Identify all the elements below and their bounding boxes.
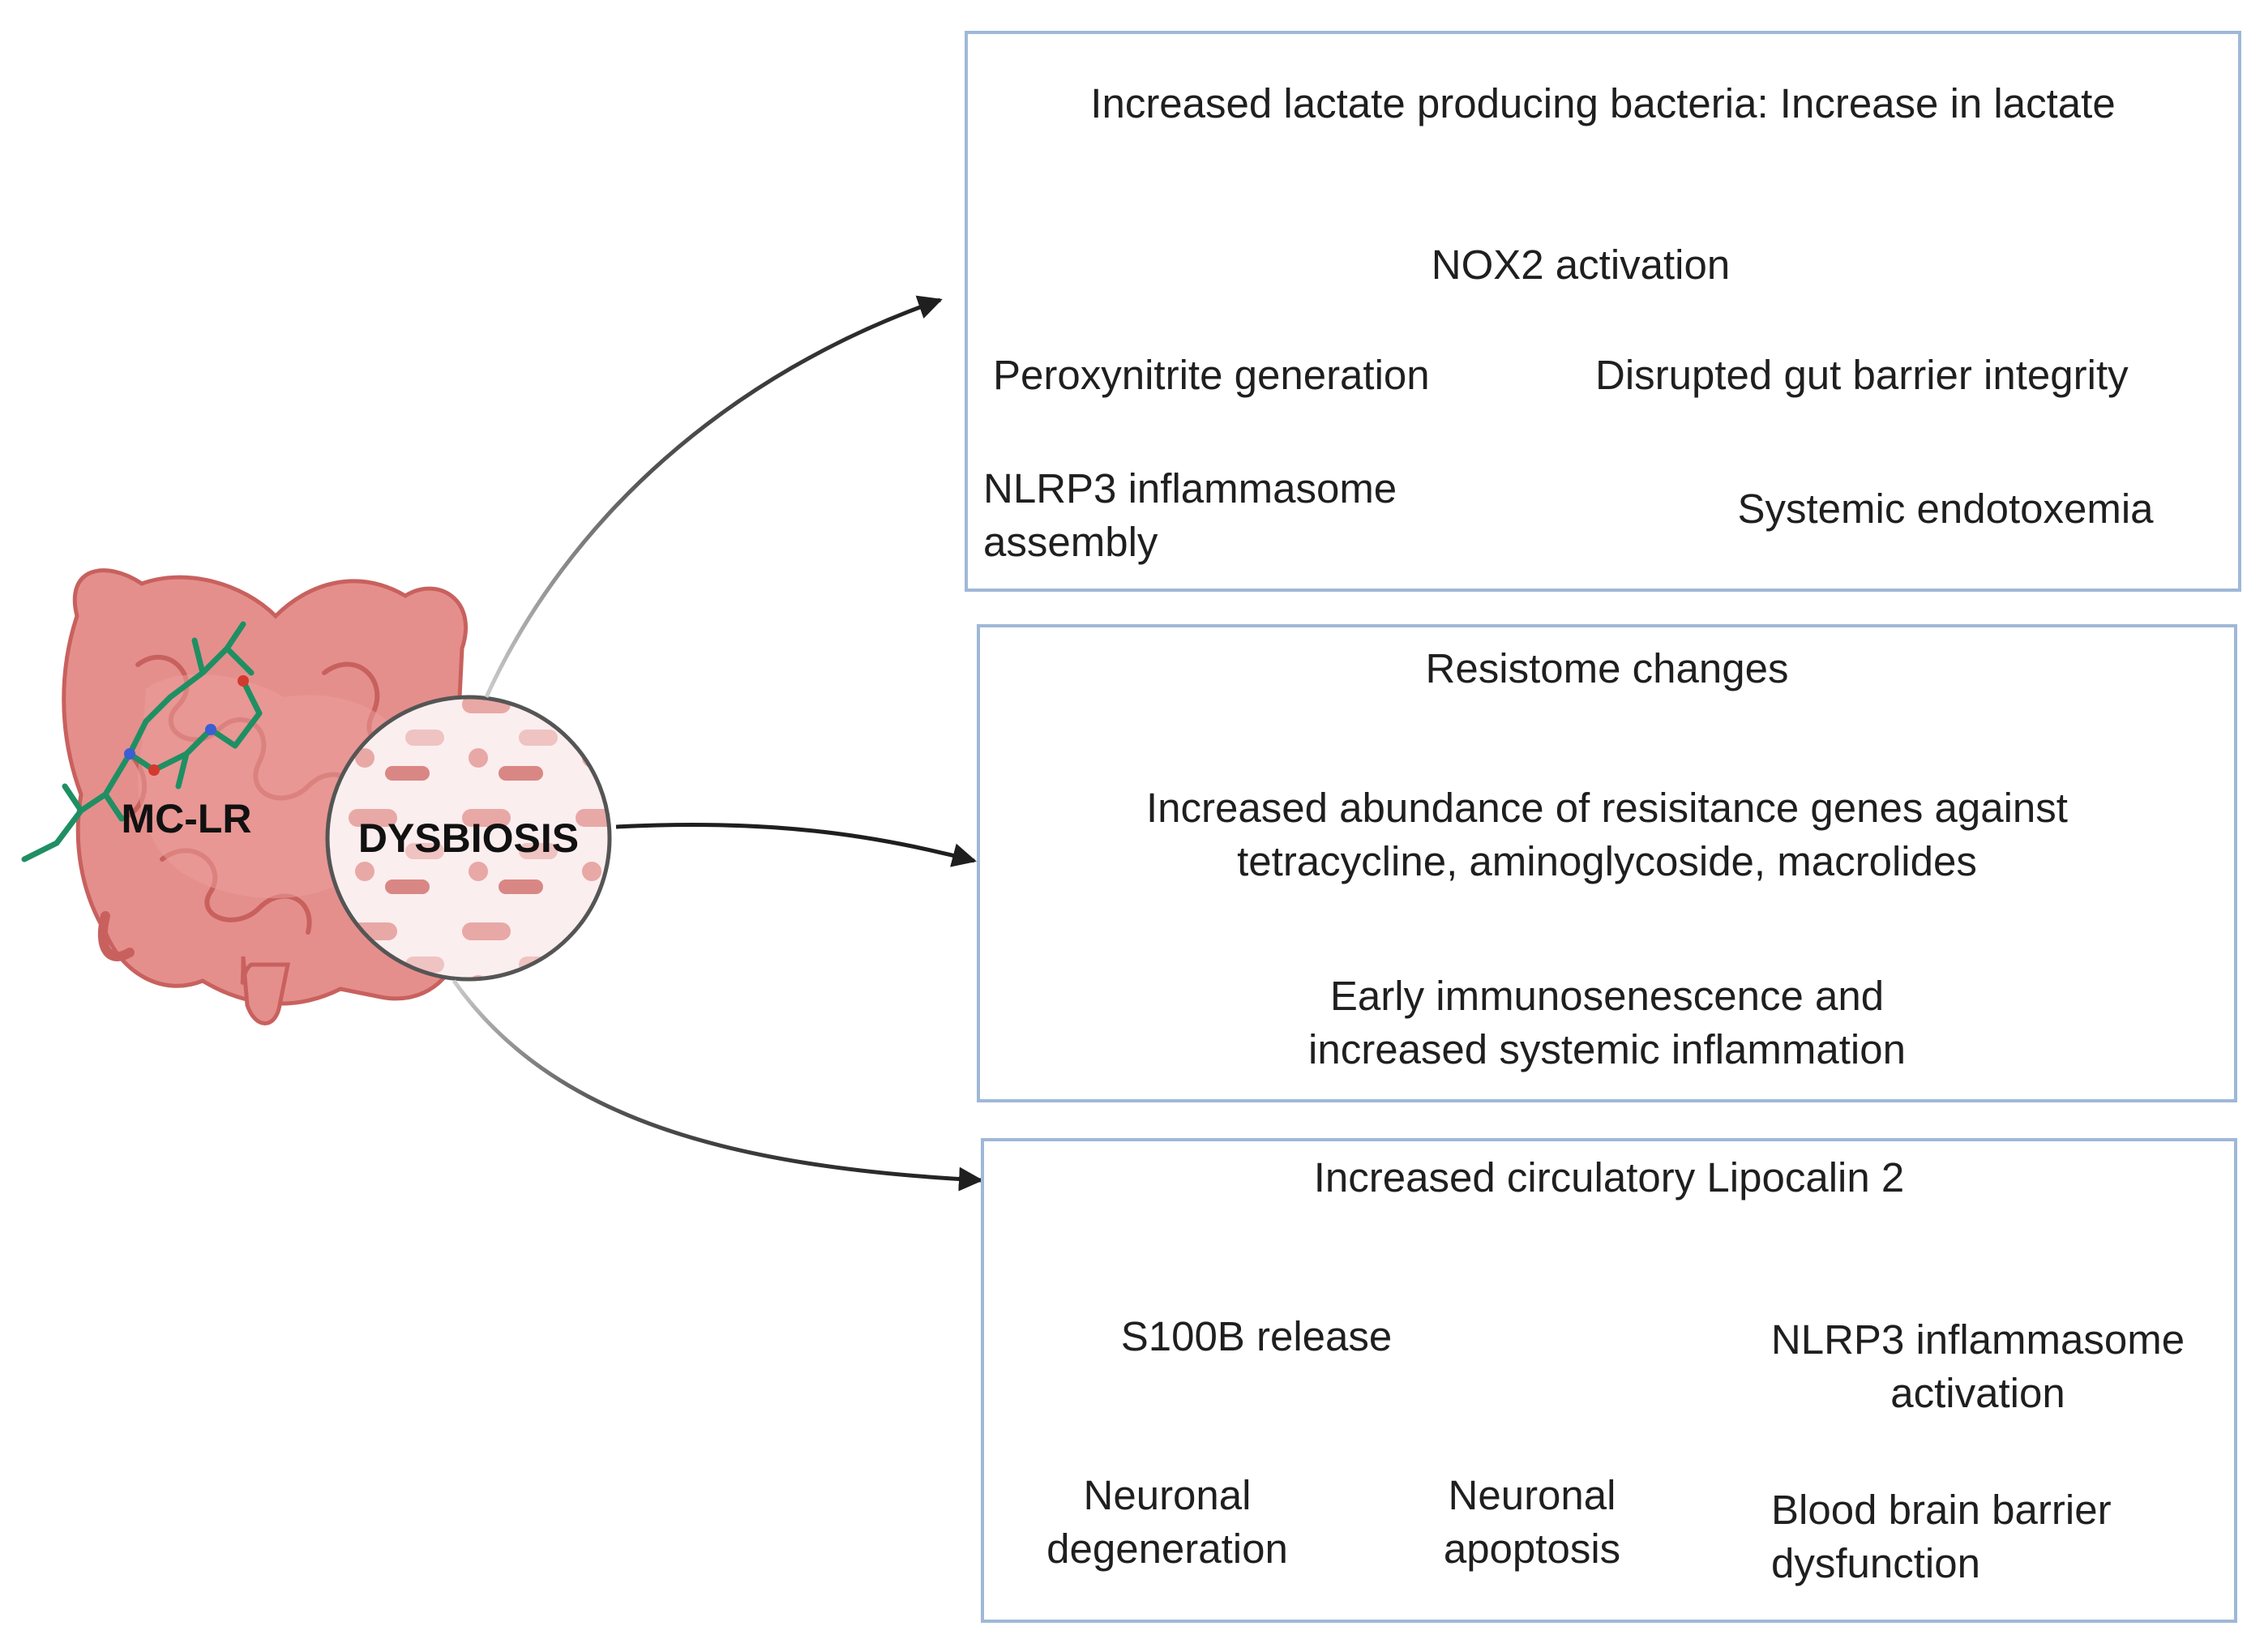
molecule-atom [238,675,249,687]
curve-to-panel-3 [452,979,983,1192]
molecule-atom [124,748,135,760]
degeneration-line2: degeneration [1046,1526,1288,1572]
nox2-text: NOX2 activation [1431,242,1731,288]
panel-resistome [977,624,2237,1102]
immuno-line1: Early immunosenescence and [1329,973,1885,1019]
lactate-text: Increased lactate producing bacteria: In… [1090,80,2116,126]
degeneration-line1: Neuronal [1083,1472,1252,1518]
bbb-line2: dysfunction [1771,1540,1980,1586]
peroxynitrite-text: Peroxynitrite generation [993,352,1430,398]
apoptosis-line1: Neuronal [1448,1472,1616,1518]
immuno-line2: increased systemic inflammation [1308,1026,1906,1072]
resistome-text: Resistome changes [1425,645,1789,691]
curve-to-panel-1 [484,295,943,699]
nlrp3-assembly-line2: assembly [983,519,1158,565]
dysbiosis-label: DYSBIOSIS [357,815,580,861]
rectum [240,956,291,1025]
panel-lipocalin [981,1138,2237,1623]
curve-to-panel-2 [615,822,977,867]
molecule-atom [205,724,216,735]
molecule-atom [148,764,160,776]
genes-line1: Increased abundance of resisitance genes… [1146,785,2068,831]
nlrp3-activation-line1: NLRP3 inflammasome [1770,1316,2185,1363]
bbb-line1: Blood brain barrier [1771,1487,2112,1533]
dysbiosis-magnifier [325,695,612,982]
mc-lr-label: MC-LR [121,796,252,841]
gut-barrier-text: Disrupted gut barrier integrity [1595,352,2129,398]
appendix [97,911,135,961]
s100b-text: S100B release [1120,1313,1393,1359]
endotoxemia-text: Systemic endotoxemia [1737,486,2154,532]
panel-lactate-pathway [965,31,2241,592]
lipocalin-text: Increased circulatory Lipocalin 2 [1313,1154,1905,1200]
nlrp3-activation-line2: activation [1890,1370,2065,1416]
apoptosis-line2: apoptosis [1443,1526,1621,1572]
genes-line2: tetracycline, aminoglycoside, macrolides [1237,838,1977,884]
nlrp3-assembly-line1: NLRP3 inflammasome [983,465,1397,511]
